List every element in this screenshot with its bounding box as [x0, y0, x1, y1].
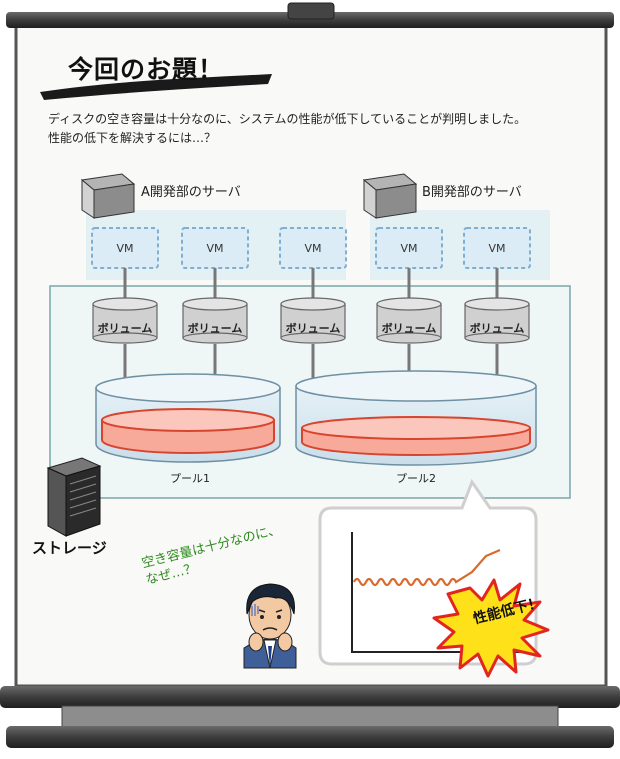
volume-label: ボリューム — [285, 322, 341, 335]
pool-1-container — [95, 373, 281, 463]
volume-label: ボリューム — [381, 322, 437, 335]
pool-1-label: プール1 — [170, 472, 210, 485]
volume-cylinders — [92, 297, 530, 344]
server-icon — [362, 173, 418, 219]
server-b-label: B開発部のサーバ — [422, 185, 522, 200]
storage-label: ストレージ — [32, 539, 107, 557]
vm-volume-links — [123, 268, 499, 302]
worried-person-icon — [243, 583, 297, 669]
storage-rack-icon — [46, 457, 102, 537]
pool-2-container — [295, 370, 537, 466]
volume-label: ボリューム — [469, 322, 525, 335]
pool-2-label: プール2 — [396, 472, 436, 485]
explosion-burst-icon — [432, 578, 550, 678]
volume-label: ボリューム — [187, 322, 243, 335]
page-title: 今回のお題！ — [68, 55, 225, 84]
server-a-label: A開発部のサーバ — [141, 185, 241, 200]
vm-label: VM — [400, 242, 418, 255]
server-icon — [80, 173, 136, 219]
volume-label: ボリューム — [97, 322, 153, 335]
vm-label: VM — [304, 242, 322, 255]
vm-label: VM — [206, 242, 224, 255]
vm-label: VM — [116, 242, 134, 255]
question-line-1: ディスクの空き容量は十分なのに、システムの性能が低下していることが判明しました。 — [48, 112, 527, 126]
vm-label: VM — [488, 242, 506, 255]
title-brush-stroke — [40, 74, 272, 100]
question-line-2: 性能の低下を解決するには…？ — [48, 131, 217, 145]
